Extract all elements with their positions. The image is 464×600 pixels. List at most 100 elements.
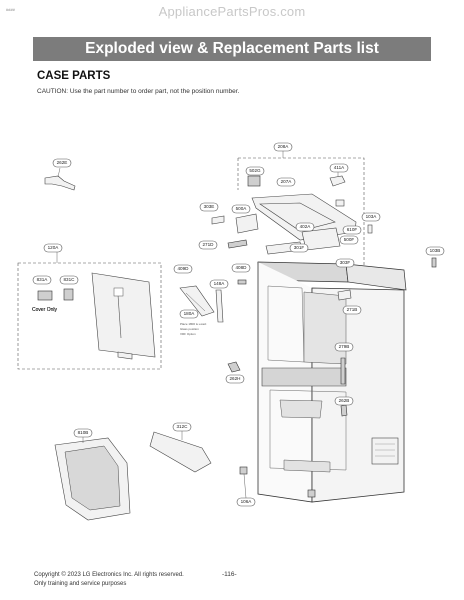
svg-text:262H: 262H xyxy=(230,376,241,381)
callout-208a: 208A xyxy=(273,142,293,152)
callout-409d: 409D xyxy=(173,264,193,274)
svg-text:500F: 500F xyxy=(344,237,355,242)
callout-120a: 120A xyxy=(43,243,63,253)
top-cover-assembly xyxy=(211,151,373,271)
duct-parts: Place 1800 tu exact Glass position VRF O… xyxy=(179,279,247,336)
callout-262b: 262B xyxy=(334,396,354,406)
svg-text:148A: 148A xyxy=(214,281,226,286)
svg-text:207A: 207A xyxy=(281,179,293,184)
refrigerator-cabinet xyxy=(239,261,407,503)
leveling-leg-front xyxy=(239,466,248,475)
cover-831c xyxy=(63,288,74,301)
dispenser-810b xyxy=(54,437,131,521)
svg-text:279B: 279B xyxy=(339,344,350,349)
corner-mark: #### xyxy=(6,7,15,12)
svg-text:831A: 831A xyxy=(37,277,49,282)
part-500a xyxy=(235,213,259,234)
svg-text:312C: 312C xyxy=(177,424,189,429)
callout-411a: 411A xyxy=(329,163,349,173)
svg-text:271D: 271D xyxy=(203,242,215,247)
part-502g xyxy=(247,175,261,187)
callout-402a: 402A xyxy=(295,222,315,232)
callout-831c: 831C xyxy=(59,275,79,285)
svg-text:502G: 502G xyxy=(249,168,261,173)
svg-text:303F: 303F xyxy=(340,260,351,265)
svg-text:409D: 409D xyxy=(178,266,190,271)
page-title-banner: Exploded view & Replacement Parts list xyxy=(33,37,431,61)
svg-text:103B: 103B xyxy=(430,248,441,253)
part-271d xyxy=(227,239,248,249)
part-409d xyxy=(179,285,215,317)
svg-text:610F: 610F xyxy=(347,227,358,232)
part-411a xyxy=(329,175,346,187)
door-panel xyxy=(91,272,156,358)
svg-text:411A: 411A xyxy=(334,165,345,170)
callout-103a: 103A xyxy=(361,212,381,222)
svg-text:402A: 402A xyxy=(300,224,312,229)
handle-312c xyxy=(149,431,212,473)
callout-148a: 148A xyxy=(209,279,229,289)
training-line: Only training and service purposes xyxy=(34,580,127,587)
svg-text:120A: 120A xyxy=(48,245,60,250)
svg-text:VRF Option: VRF Option xyxy=(180,332,196,336)
cover-only-note: Cover Only xyxy=(32,307,58,313)
svg-text:103A: 103A xyxy=(366,214,378,219)
small-parts-right xyxy=(227,289,352,417)
door-cover-group: Cover Only xyxy=(17,252,162,370)
callout-810b: 810B xyxy=(73,428,93,438)
callout-312c: 312C xyxy=(172,422,192,432)
svg-text:831C: 831C xyxy=(64,277,76,282)
callout-262e: 262E xyxy=(52,158,72,168)
svg-text:262B: 262B xyxy=(339,398,350,403)
callout-103b: 103B xyxy=(425,246,445,256)
part-279b xyxy=(340,357,346,385)
callout-610f: 610F xyxy=(342,225,362,235)
svg-text:303E: 303E xyxy=(204,204,215,209)
part-262h xyxy=(227,361,241,373)
part-148a xyxy=(215,289,224,323)
svg-text:262E: 262E xyxy=(57,160,68,165)
svg-text:180A: 180A xyxy=(184,311,196,316)
part-103a xyxy=(367,224,373,234)
section-title: CASE PARTS xyxy=(37,70,111,82)
svg-text:Place 1800 tu exact: Place 1800 tu exact xyxy=(180,322,207,326)
screw-103b xyxy=(431,257,437,268)
svg-text:301F: 301F xyxy=(294,245,305,250)
callout-207a: 207A xyxy=(276,177,296,187)
callout-271d: 271D xyxy=(198,240,218,250)
callout-180a: 180A xyxy=(179,309,199,319)
svg-text:208A: 208A xyxy=(278,144,290,149)
caution-text: CAUTION: Use the part number to order pa… xyxy=(37,88,240,95)
svg-text:500A: 500A xyxy=(236,206,248,211)
part-610f xyxy=(335,199,345,207)
callout-500a: 500A xyxy=(231,204,251,214)
callout-279b: 279B xyxy=(334,342,354,352)
footer-copyright: Copyright © 2023 LG Electronics Inc. All… xyxy=(34,571,184,588)
part-262b xyxy=(340,404,348,417)
svg-text:271B: 271B xyxy=(347,307,358,312)
cover-only-note: Cover Only xyxy=(32,307,58,313)
svg-text:810B: 810B xyxy=(78,430,89,435)
callout-502g: 502G xyxy=(245,166,265,176)
callout-303e: 303E xyxy=(199,202,219,212)
callout-262h: 262H xyxy=(225,374,245,384)
leveling-leg-rear xyxy=(307,489,316,498)
callout-106a: 106A xyxy=(236,497,256,507)
page-number: -116- xyxy=(222,571,237,578)
copyright-line: Copyright © 2023 LG Electronics Inc. All… xyxy=(34,572,184,578)
callout-271b: 271B xyxy=(342,305,362,315)
bracket-262e xyxy=(44,167,76,191)
part-303e xyxy=(211,215,225,225)
callout-408d: 408D xyxy=(231,263,251,273)
svg-text:106A: 106A xyxy=(241,499,253,504)
cover-831a xyxy=(37,290,53,301)
svg-text:Glass position: Glass position xyxy=(180,327,199,331)
callout-301f: 301F xyxy=(289,243,309,253)
part-271b xyxy=(337,289,352,301)
watermark-text: AppliancePartsPros.com xyxy=(158,4,306,19)
callout-831a: 831A xyxy=(32,275,52,285)
callout-303f: 303F xyxy=(335,258,355,268)
part-408d xyxy=(237,279,247,285)
svg-text:408D: 408D xyxy=(236,265,248,270)
